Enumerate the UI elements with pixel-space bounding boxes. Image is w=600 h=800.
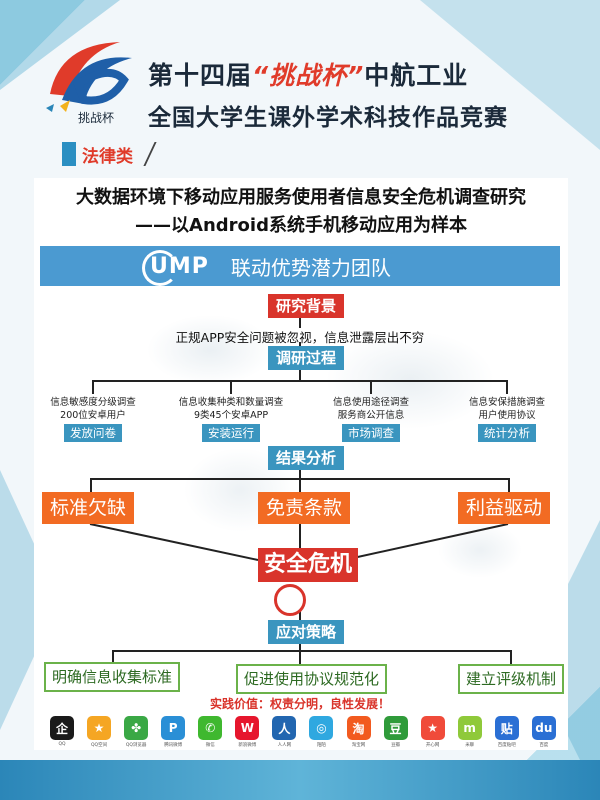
app-item: ★ QQ空间 bbox=[85, 716, 113, 748]
connector-line bbox=[230, 380, 232, 394]
app-item: 贴百度贴吧 bbox=[493, 716, 521, 748]
process-step: 信息收集种类和数量调查 9类45个安卓APP 安装运行 bbox=[178, 397, 284, 442]
connector-line bbox=[299, 368, 301, 380]
app-name: QQ空间 bbox=[91, 743, 108, 748]
ump-logo: UMP bbox=[142, 249, 209, 286]
connector-line bbox=[90, 478, 92, 492]
app-name: 微信 bbox=[205, 743, 215, 748]
app-item: W 新浪微博 bbox=[233, 716, 261, 748]
app-item: P 腾讯微博 bbox=[159, 716, 187, 748]
mi-icon: m bbox=[457, 716, 482, 740]
method-badge: 统计分析 bbox=[478, 424, 536, 442]
weibo-icon: W bbox=[235, 716, 260, 740]
app-name: 腾讯微博 bbox=[164, 743, 183, 748]
process-step: 信息使用途径调查 服务商公开信息 市场调查 bbox=[332, 397, 409, 442]
app-name: 新浪微博 bbox=[238, 743, 257, 748]
connector-line bbox=[370, 380, 372, 394]
connector-line bbox=[510, 650, 512, 664]
app-name: 百度贴吧 bbox=[497, 743, 516, 748]
competition-title: 第十四届“挑战杯”中航工业 bbox=[148, 61, 469, 90]
app-name: 豆瓣 bbox=[391, 743, 401, 748]
decor-triangle bbox=[420, 0, 600, 150]
p-icon: P bbox=[161, 716, 186, 740]
qq-icon: 企 bbox=[50, 716, 74, 740]
app-item: 人人人网 bbox=[270, 716, 298, 748]
category-label: 法律类 bbox=[62, 140, 157, 168]
connector-line bbox=[299, 610, 301, 620]
footer-band bbox=[0, 760, 600, 800]
taobao-icon: 淘 bbox=[346, 716, 371, 740]
app-item: m 米聊 bbox=[456, 716, 484, 748]
team-name: 联动优势潜力团队 bbox=[230, 255, 391, 280]
result-standard-lacking: 标准欠缺 bbox=[42, 492, 135, 524]
process-label: 调研过程 bbox=[268, 346, 345, 370]
connector-line bbox=[508, 478, 510, 492]
competition-subtitle: 全国大学生课外学术科技作品竞赛 bbox=[148, 105, 508, 131]
background-text: 正规APP安全问题被忽视，信息泄露层出不穷 bbox=[175, 330, 425, 345]
app-item: ✤ QQ浏览器 bbox=[122, 716, 150, 748]
svg-text:挑战杯: 挑战杯 bbox=[78, 111, 114, 125]
clover-icon: ✤ bbox=[124, 716, 149, 740]
strategy-label: 应对策略 bbox=[268, 620, 345, 644]
method-badge: 市场调查 bbox=[342, 424, 400, 442]
connector-line bbox=[112, 650, 512, 652]
app-name: QQ bbox=[58, 742, 66, 747]
process-step: 信息安保措施调查 用户使用协议 统计分析 bbox=[468, 397, 545, 442]
practice-value: 实践价值：权责分明，良性发展！ bbox=[209, 697, 390, 711]
app-item: 淘淘宝网 bbox=[345, 716, 373, 748]
app-item: du 百度 bbox=[530, 716, 558, 748]
momo-icon: ◎ bbox=[309, 716, 334, 740]
connector-line bbox=[299, 468, 301, 478]
research-title: 大数据环境下移动应用服务使用者信息安全危机调查研究 ——以Android系统手机… bbox=[76, 187, 526, 236]
app-item: 企 QQ bbox=[48, 716, 76, 748]
douban-icon: 豆 bbox=[383, 716, 408, 740]
connector-line bbox=[92, 380, 508, 382]
connector-line bbox=[112, 650, 114, 662]
method-badge: 发放问卷 bbox=[64, 424, 122, 442]
renren-icon: 人 bbox=[272, 716, 297, 740]
app-name: 百度 bbox=[539, 743, 549, 748]
app-item: 豆豆瓣 bbox=[382, 716, 410, 748]
app-name: 淘宝网 bbox=[351, 743, 366, 748]
result-profit-driven: 利益驱动 bbox=[458, 492, 551, 524]
result-disclaimer: 免责条款 bbox=[258, 492, 351, 524]
crisis-circle bbox=[274, 584, 306, 616]
challenge-cup-logo: 挑战杯 bbox=[46, 42, 132, 125]
process-step: 信息敏感度分级调查 200位安卓用户 发放问卷 bbox=[50, 397, 136, 442]
strategy-item: 建立评级机制 bbox=[458, 664, 565, 694]
app-name: 陌陌 bbox=[316, 743, 326, 748]
strategy-item: 促进使用协议规范化 bbox=[236, 664, 388, 694]
connector-line bbox=[92, 380, 94, 394]
connector-line bbox=[299, 478, 301, 492]
connector-line bbox=[299, 650, 301, 664]
app-item: ◎ 陌陌 bbox=[307, 716, 335, 748]
star-icon: ★ bbox=[420, 716, 445, 740]
team-banner: UMP 联动优势潜力团队 bbox=[40, 246, 560, 286]
connector-line bbox=[299, 640, 301, 650]
connector-line bbox=[299, 524, 301, 548]
category-bar bbox=[62, 142, 76, 166]
strategy-item: 明确信息收集标准 bbox=[44, 662, 181, 692]
app-name: 开心网 bbox=[425, 743, 440, 748]
results-label: 结果分析 bbox=[268, 446, 345, 470]
connector-line bbox=[299, 314, 301, 328]
app-name: 人人网 bbox=[277, 743, 292, 748]
app-item: ★ 开心网 bbox=[419, 716, 447, 748]
wechat-icon: ✆ bbox=[198, 716, 223, 740]
qzone-icon: ★ bbox=[87, 716, 112, 740]
baidu-icon: du bbox=[531, 716, 556, 740]
background-label: 研究背景 bbox=[268, 294, 345, 318]
security-crisis: 安全危机 bbox=[258, 548, 359, 582]
app-name: QQ浏览器 bbox=[125, 743, 147, 748]
app-item: ✆ 微信 bbox=[196, 716, 224, 748]
app-name: 米聊 bbox=[465, 743, 475, 748]
tieba-icon: 贴 bbox=[494, 716, 519, 740]
connector-line bbox=[506, 380, 508, 394]
method-badge: 安装运行 bbox=[202, 424, 260, 442]
